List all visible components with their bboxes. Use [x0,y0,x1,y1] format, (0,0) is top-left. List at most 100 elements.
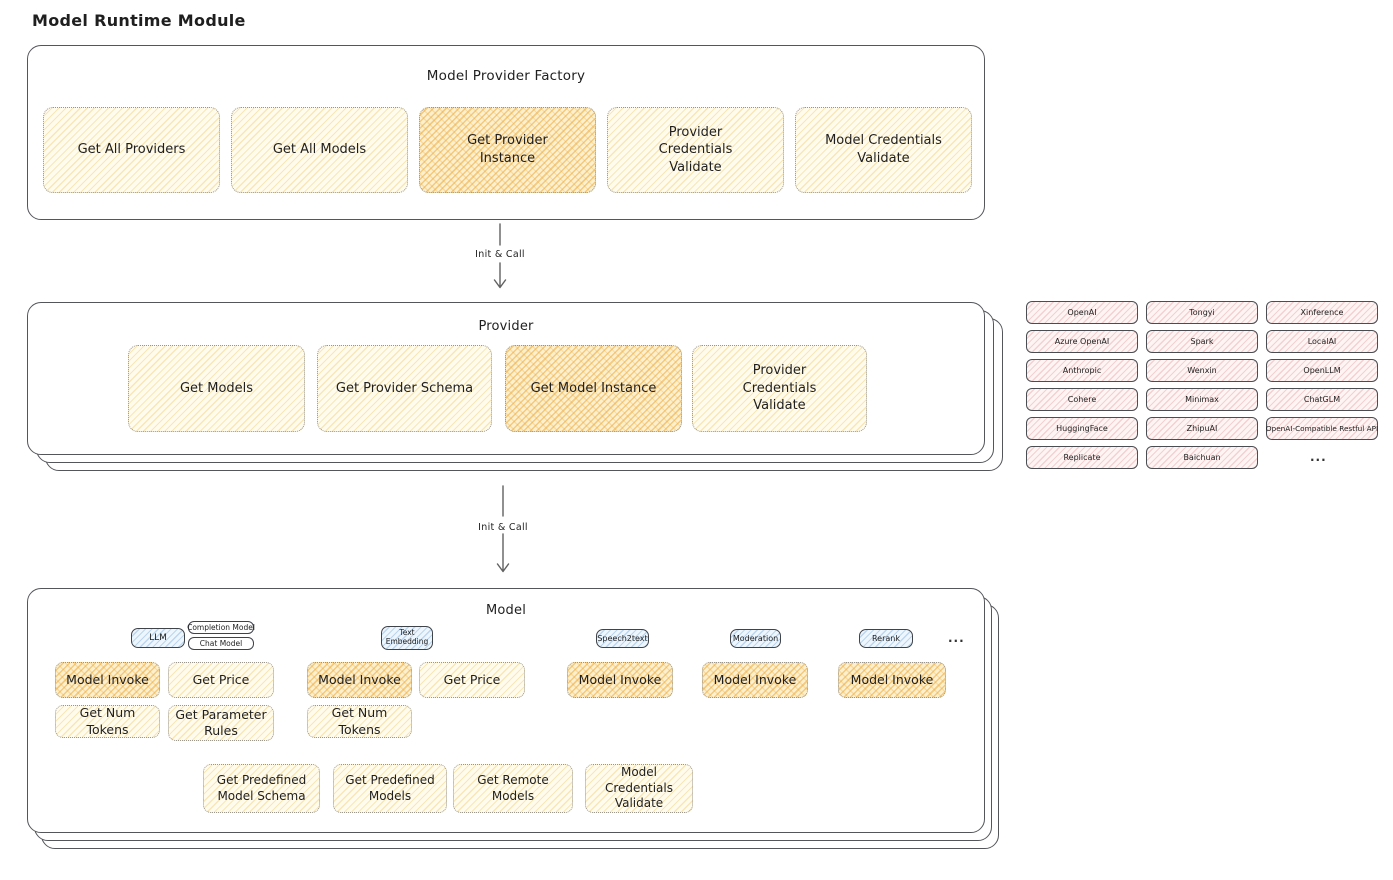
provider-item-label: Provider Credentials Validate [742,363,817,414]
fn-label: Get Predefined Model Schema [216,772,307,803]
provider-item-get-models: Get Models [128,345,305,432]
provider-cell-label: OpenAI [1067,308,1097,317]
provider-cell-chatglm: ChatGLM [1266,388,1378,411]
provider-cell-label: Replicate [1063,453,1101,462]
fn-label: Model Invoke [66,671,149,687]
fn-label: Model Invoke [850,671,934,687]
fn-label: Get Price [192,671,250,687]
provider-cell-label: Tongyi [1189,308,1215,317]
model-fn-get-remote-models: Get Remote Models [453,764,573,813]
model-type-tab-rerank: Rerank [859,629,913,648]
provider-cell-label: ChatGLM [1303,395,1341,404]
fn-label: Model Invoke [318,671,401,687]
provider-cell-label: Baichuan [1183,453,1221,462]
arrow-label-init-call: Init & Call [472,249,528,260]
factory-item-label: Model Credentials Validate [825,133,942,166]
fn-label: Model Credentials Validate [604,765,673,811]
provider-cell-wenxin: Wenxin [1146,359,1258,382]
provider-item-label: Get Models [179,380,254,396]
provider-cell-cohere: Cohere [1026,388,1138,411]
model-fn-get-predefined-model-schema: Get Predefined Model Schema [203,764,320,813]
model-type-tab-speech2text: Speech2text [596,629,649,648]
provider-cell-label: Wenxin [1187,366,1217,375]
provider-cell-label: OpenLLM [1303,366,1341,375]
page-title: Model Runtime Module [32,11,246,30]
model-type-tab-chat-model: Chat Model [188,637,254,650]
provider-item-provider-credentials-validate: Provider Credentials Validate [692,345,867,432]
model-type-tab-text-embedding: Text Embedding [381,626,433,650]
arrow-label-init-call: Init & Call [475,522,531,533]
factory-title: Model Provider Factory [426,68,586,84]
fn-label: Get Predefined Models [345,772,435,803]
provider-cell-label: HuggingFace [1056,424,1108,433]
provider-cell-xinference: Xinference [1266,301,1378,324]
provider-cell-huggingface: HuggingFace [1026,417,1138,440]
tab-label: Rerank [871,633,900,643]
model-types-ellipsis: ... [948,631,965,645]
provider-item-get-provider-schema: Get Provider Schema [317,345,492,432]
model-fn-moderation-model-invoke: Model Invoke [702,662,808,698]
factory-item-provider-credentials-validate: Provider Credentials Validate [607,107,784,193]
factory-item-get-all-providers: Get All Providers [43,107,220,193]
model-fn-embedding-get-price: Get Price [419,662,525,698]
factory-item-get-all-models: Get All Models [231,107,408,193]
provider-cell-baichuan: Baichuan [1146,446,1258,469]
provider-cell-label: Spark [1190,337,1214,346]
provider-item-label: Get Provider Schema [335,380,474,396]
provider-item-get-model-instance: Get Model Instance [505,345,682,432]
fn-label: Get Num Tokens [331,705,388,737]
arrow-down-icon [493,223,507,289]
model-fn-get-predefined-models: Get Predefined Models [333,764,447,813]
model-fn-llm-get-price: Get Price [168,662,274,698]
factory-item-label: Get All Models [272,142,367,158]
tab-label: Completion Model [187,623,255,632]
provider-cell-openai: OpenAI [1026,301,1138,324]
provider-cell-zhipuai: ZhipuAI [1146,417,1258,440]
fn-label: Get Price [443,671,501,687]
provider-cell-label: Xinference [1300,308,1344,317]
factory-item-model-credentials-validate: Model Credentials Validate [795,107,972,193]
model-fn-llm-model-invoke: Model Invoke [55,662,160,698]
model-fn-rerank-model-invoke: Model Invoke [838,662,946,698]
model-type-tab-llm: LLM [131,628,185,648]
provider-cell-replicate: Replicate [1026,446,1138,469]
tab-label: Speech2text [597,633,648,643]
provider-cell-label: Azure OpenAI [1054,337,1110,346]
tab-label: Chat Model [199,639,243,648]
provider-cell-tongyi: Tongyi [1146,301,1258,324]
fn-label: Get Parameter Rules [175,706,267,738]
fn-label: Model Invoke [713,671,797,687]
model-type-tab-moderation: Moderation [730,629,781,648]
model-title: Model [485,603,527,618]
provider-cell-spark: Spark [1146,330,1258,353]
providers-grid-ellipsis: ... [1310,450,1327,464]
provider-title: Provider [478,319,534,334]
tab-label: Text Embedding [385,628,429,646]
provider-cell-anthropic: Anthropic [1026,359,1138,382]
model-fn-embedding-model-invoke: Model Invoke [307,662,412,698]
provider-cell-label: Cohere [1067,395,1097,404]
provider-cell-label: ZhipuAI [1186,424,1218,433]
provider-cell-openllm: OpenLLM [1266,359,1378,382]
tab-label: Moderation [732,633,779,643]
model-fn-speech2text-model-invoke: Model Invoke [567,662,673,698]
model-fn-llm-get-parameter-rules: Get Parameter Rules [168,705,274,741]
factory-item-label: Get Provider Instance [467,133,548,166]
model-fn-embedding-get-num-tokens: Get Num Tokens [307,705,412,738]
provider-cell-label: Anthropic [1062,366,1102,375]
factory-item-label: Get All Providers [77,142,186,158]
fn-label: Get Remote Models [477,772,549,803]
factory-item-label: Provider Credentials Validate [658,124,733,175]
model-fn-llm-get-num-tokens: Get Num Tokens [55,705,160,738]
provider-cell-localai: LocalAI [1266,330,1378,353]
provider-cell-minimax: Minimax [1146,388,1258,411]
tab-label: LLM [149,632,167,643]
provider-cell-label: LocalAI [1307,337,1337,346]
provider-cell-label: OpenAI-Compatible Restful API [1265,424,1379,433]
provider-item-label: Get Model Instance [530,380,657,396]
model-fn-model-credentials-validate: Model Credentials Validate [585,764,693,813]
provider-cell-openai-compatible: OpenAI-Compatible Restful API [1266,417,1378,440]
model-type-tab-completion-model: Completion Model [187,621,255,634]
factory-item-get-provider-instance: Get Provider Instance [419,107,596,193]
